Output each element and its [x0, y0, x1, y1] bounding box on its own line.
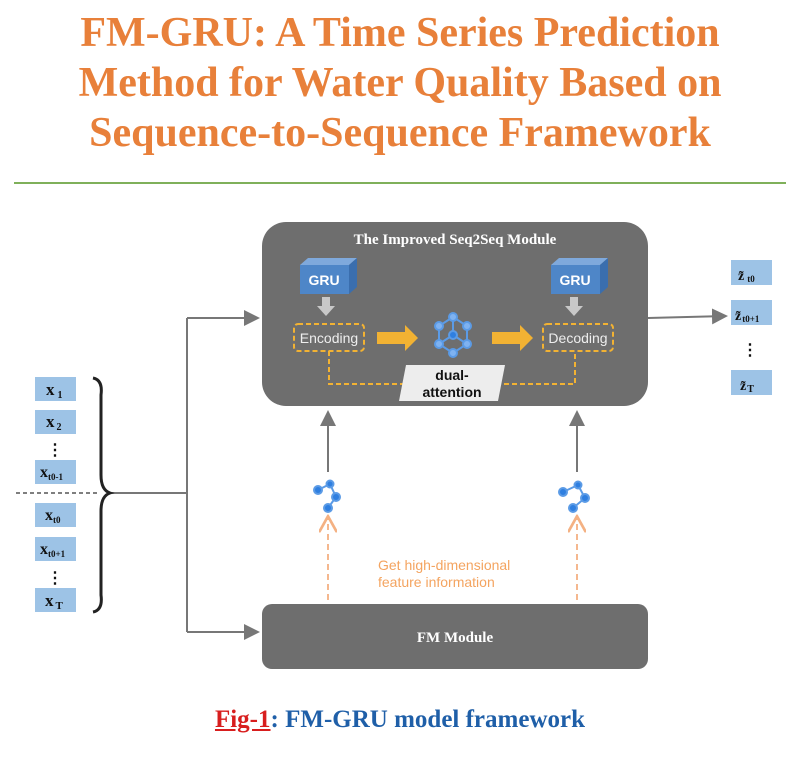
output-zT — [731, 370, 772, 395]
svg-text:FM Module: FM Module — [417, 630, 494, 646]
input-xt0-1 — [35, 460, 76, 484]
divider — [14, 182, 786, 184]
svg-text:attention: attention — [422, 384, 481, 400]
paper-title: FM-GRU: A Time Series Prediction Method … — [0, 8, 800, 158]
output-zt0+1 — [731, 300, 772, 325]
svg-text:⋮: ⋮ — [47, 442, 63, 459]
output-zt0 — [731, 260, 772, 285]
down-arrow-icon — [317, 297, 335, 316]
caption-text: : FM-GRU model framework — [270, 706, 586, 733]
input-x1 — [35, 377, 76, 401]
brace — [92, 376, 115, 614]
svg-text:xt0+1: xt0+1 — [40, 541, 66, 559]
svg-text:xt0: xt0 — [45, 507, 61, 525]
svg-text:x1: x1 — [46, 380, 63, 401]
gru-decoder: GRU — [551, 258, 608, 294]
input-xT — [35, 588, 76, 612]
svg-text:⋮: ⋮ — [742, 342, 758, 359]
input-xt0 — [35, 503, 76, 527]
svg-text:dual-: dual- — [435, 367, 469, 383]
svg-text:z̃t0+1: z̃t0+1 — [735, 309, 760, 324]
feature-graph-icon — [558, 480, 590, 513]
fm-module — [262, 604, 648, 669]
title-line: FM-GRU: A Time Series Prediction — [80, 10, 720, 56]
gru-encoder: GRU — [300, 258, 357, 294]
svg-text:Get high-dimensional: Get high-dimensional — [378, 557, 510, 573]
dual-attention-box — [399, 365, 505, 401]
svg-text:xt0-1: xt0-1 — [40, 464, 63, 482]
figure-label: Fig-1 — [214, 706, 271, 733]
svg-text:xT: xT — [45, 591, 64, 612]
svg-text:z̃t0: z̃t0 — [738, 269, 755, 284]
svg-text:Decoding: Decoding — [548, 330, 607, 346]
figure-caption: Fig-1: FM-GRU model framework — [0, 706, 800, 734]
decoding-box — [542, 323, 614, 352]
svg-text:⋮: ⋮ — [47, 570, 63, 587]
svg-text:z̃T: z̃T — [740, 379, 754, 395]
svg-text:GRU: GRU — [308, 272, 339, 288]
svg-text:GRU: GRU — [559, 272, 590, 288]
svg-text:x2: x2 — [46, 412, 62, 433]
input-x2 — [35, 410, 76, 434]
down-arrow-icon — [565, 297, 583, 316]
title-line: Sequence-to-Sequence Framework — [89, 110, 711, 156]
seq2seq-title: The Improved Seq2Seq Module — [354, 232, 557, 248]
feature-graph-icon — [313, 479, 341, 513]
right-arrow-icon — [492, 325, 533, 351]
network-icon — [434, 312, 472, 358]
svg-text:Encoding: Encoding — [300, 330, 358, 346]
right-arrow-icon — [377, 325, 418, 351]
title-line: Method for Water Quality Based on — [78, 60, 722, 106]
input-xt0+1 — [35, 537, 76, 561]
svg-text:feature information: feature information — [378, 574, 495, 590]
